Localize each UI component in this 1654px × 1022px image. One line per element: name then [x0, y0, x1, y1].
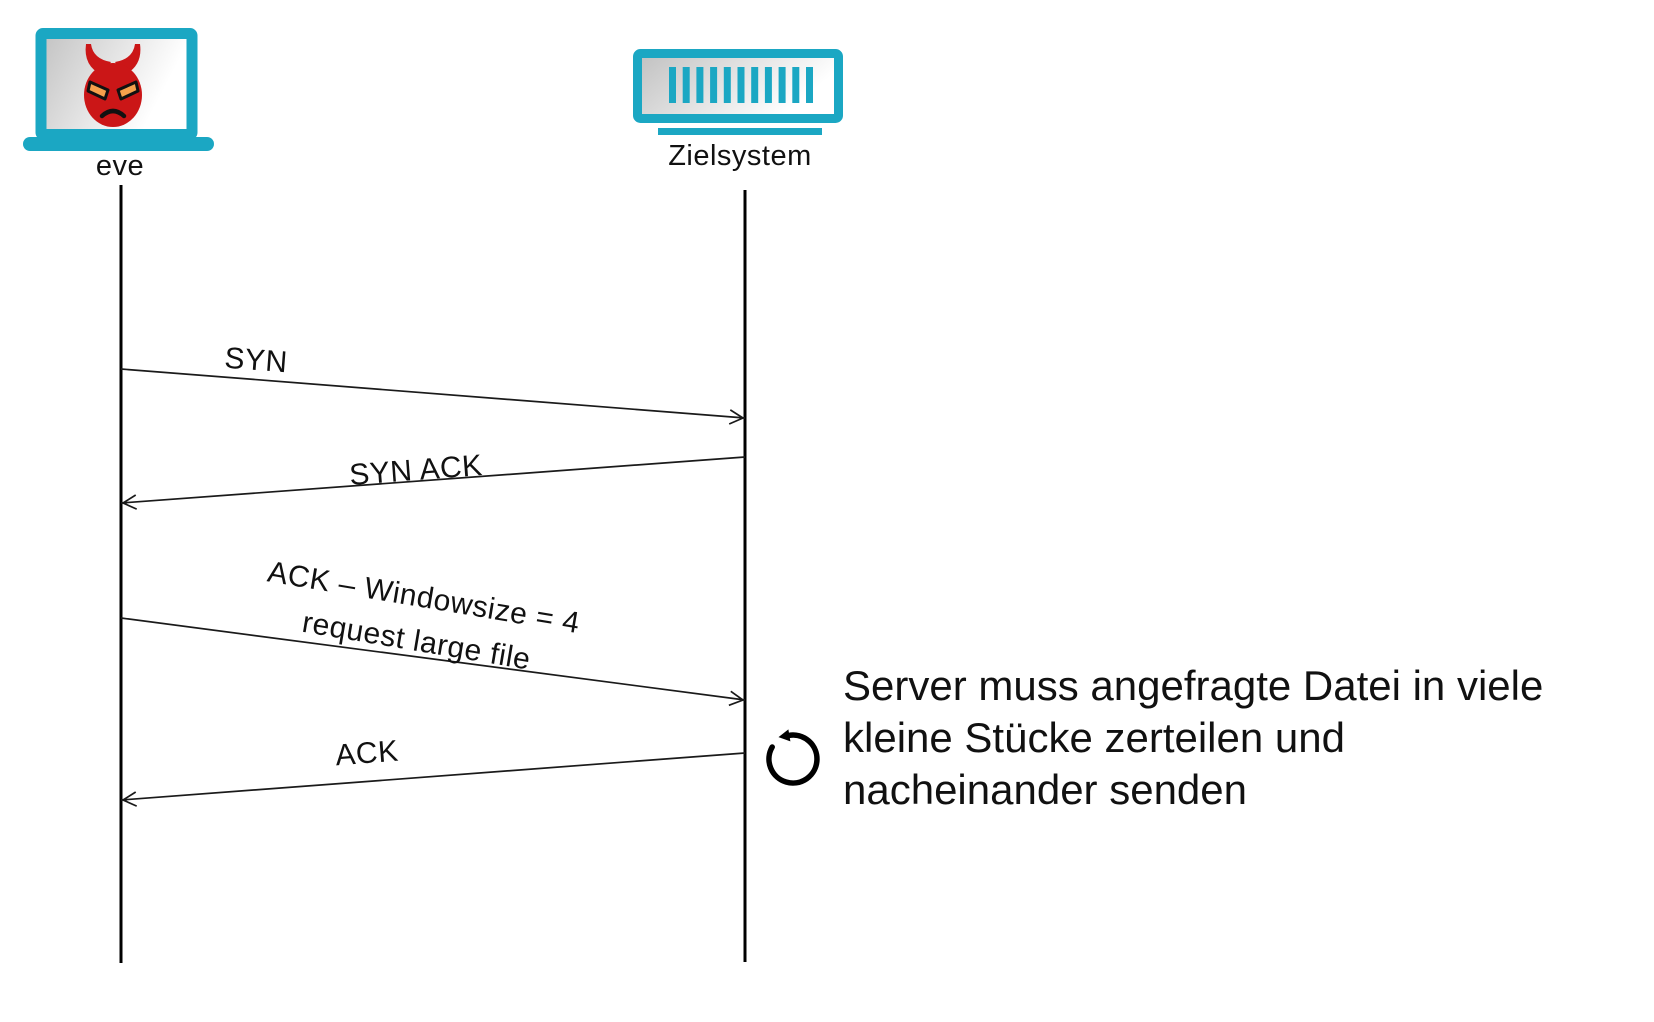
- server-icon: [633, 49, 843, 135]
- arrowhead-syn: [728, 409, 745, 425]
- loop-icon: [766, 729, 820, 786]
- arrow-ack-windowsize: [120, 617, 746, 701]
- arrowhead-syn-ack: [121, 494, 138, 510]
- actor-eve-label: eve: [95, 150, 145, 182]
- attacker-laptop-icon: [23, 28, 214, 151]
- arrow-syn: [120, 368, 746, 419]
- server-note-line1: Server muss angefragte Datei in viele: [843, 662, 1544, 709]
- server-note-line3: nacheinander senden: [843, 766, 1248, 813]
- message-label-ack: ACK: [334, 734, 400, 773]
- arrow-ack: [120, 752, 746, 801]
- server-note: Server muss angefragte Datei in viele kl…: [843, 660, 1543, 816]
- arrowhead-ack: [121, 791, 138, 807]
- actor-zielsystem-label: Zielsystem: [668, 140, 812, 172]
- arrow-syn-ack: [120, 456, 746, 504]
- message-label-syn: SYN: [223, 341, 289, 380]
- devil-face-icon: [84, 44, 142, 127]
- arrowhead-ack-windowsize: [728, 690, 745, 707]
- server-note-line2: kleine Stücke zerteilen und: [843, 714, 1345, 761]
- lifelines: [119, 185, 747, 963]
